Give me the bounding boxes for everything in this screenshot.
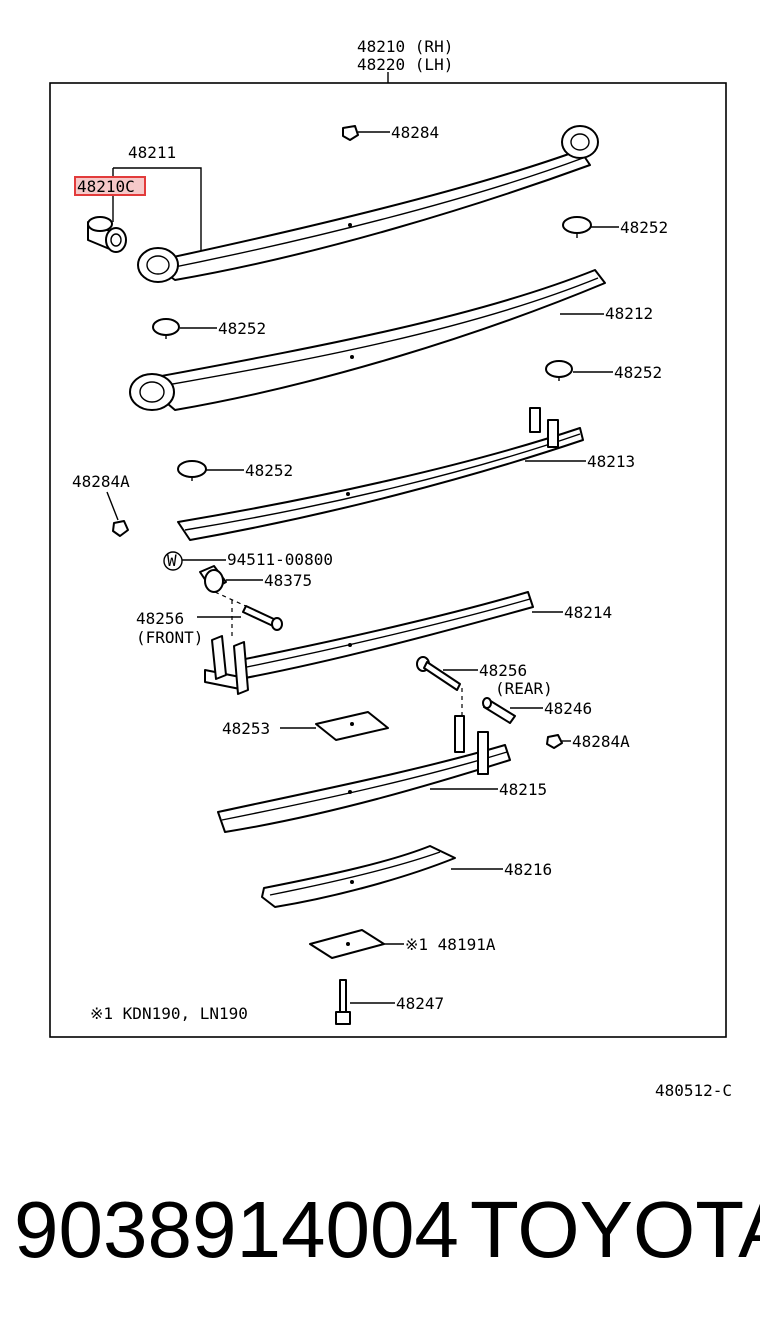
cap-icon-48252-c [545,360,573,381]
leader-48284A-left [106,491,119,521]
header-label-rh: 48210 (RH) [357,37,453,56]
model-note: ※1 KDN190, LN190 [90,1004,248,1023]
label-48246: 48246 [544,699,592,718]
cap-icon-48252-a [562,216,592,238]
cap-icon-48252-d [177,460,207,481]
label-48213: 48213 [587,452,635,471]
label-48284: 48284 [391,123,439,142]
svg-text:W: W [167,551,177,570]
label-48284A-left: 48284A [72,472,130,491]
sixth-leaf-icon [261,845,456,908]
part-number: 9038914004 [14,1185,459,1274]
nut-icon-48284 [342,125,359,141]
label-48284A-right: 48284A [572,732,630,751]
fourth-leaf-icon [204,591,534,695]
second-leaf-icon [129,269,606,411]
diagram-frame [49,82,727,1038]
bracket-48211 [113,167,202,252]
nut-icon-48284A-right [546,734,563,749]
brand-name: TOYOTA [470,1185,760,1274]
label-48375: 48375 [264,571,312,590]
rubber-bushing-icon [199,565,227,593]
center-bolt-icon [335,979,351,1025]
diagram-code: 480512-C [655,1081,732,1100]
bushing-icon [87,216,127,253]
washer-marker-icon: W [163,551,183,571]
third-leaf-icon [177,407,584,541]
label-48252-c: 48252 [614,363,662,382]
fifth-leaf-icon [217,715,511,833]
label-48252-b: 48252 [218,319,266,338]
plate-icon-48191A [309,929,385,959]
label-48253: 48253 [222,719,270,738]
label-94511-00800: 94511-00800 [227,550,333,569]
label-front: (FRONT) [136,628,203,647]
label-48256-rear: 48256 [479,661,527,680]
nut-icon-48284A-left [112,520,129,537]
label-48211: 48211 [128,143,176,162]
label-48252-a: 48252 [620,218,668,237]
front-bolt-icon [242,605,283,631]
label-48216: 48216 [504,860,552,879]
highlight-box-48210C[interactable] [74,176,146,196]
label-48247: 48247 [396,994,444,1013]
label-48191A: ※1 48191A [405,935,496,954]
label-48252-d: 48252 [245,461,293,480]
label-48256-front: 48256 [136,609,184,628]
rear-bolt-icon [416,656,461,691]
label-rear: (REAR) [495,679,553,698]
plate-icon-48253 [315,711,389,741]
pin-icon [482,697,516,724]
label-48214: 48214 [564,603,612,622]
main-leaf-icon [137,125,599,283]
header-label-lh: 48220 (LH) [357,55,453,74]
cap-icon-48252-b [152,318,180,339]
leaf-spring-diagram: 48210 (RH) 48220 (LH) 48211 48210C 48284… [49,37,732,1100]
label-48210C[interactable]: 48210C [77,177,135,196]
label-48215: 48215 [499,780,547,799]
label-48212: 48212 [605,304,653,323]
